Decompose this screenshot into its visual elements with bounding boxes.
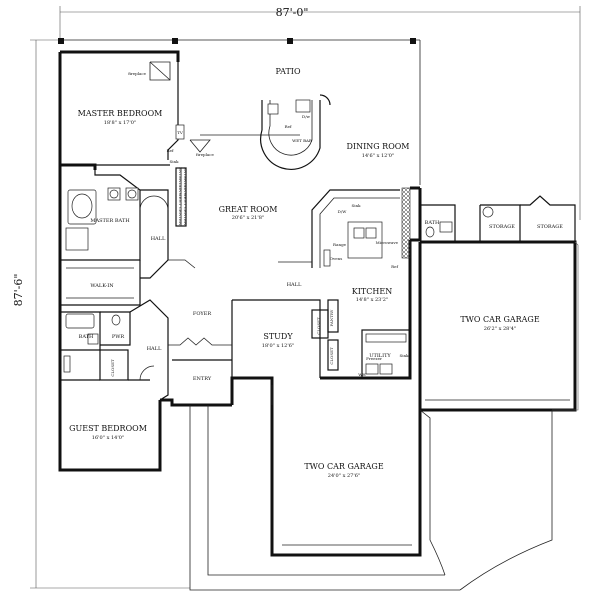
guest-closet: CLOSET xyxy=(99,349,129,381)
sink-master-label: Sink xyxy=(169,159,179,164)
powder-room: PWR xyxy=(100,311,131,346)
dimension-width-label: 87'-0" xyxy=(276,6,309,19)
foyer-label: FOYER xyxy=(193,311,212,317)
great-room: GREAT ROOM 20'6" x 21'8" xyxy=(168,134,300,269)
storage-1-label: STORAGE xyxy=(489,224,515,230)
kitchen: Range Microwave Ref D/W Sink Ovens KITCH… xyxy=(278,187,411,303)
closet-guest-label: CLOSET xyxy=(110,359,115,377)
ref-bar-label: Ref xyxy=(285,124,292,129)
sink-util-label: Sink xyxy=(399,353,409,358)
driveway xyxy=(189,385,553,591)
garage-right-label: TWO CAR GARAGE xyxy=(460,315,539,324)
range-label: Range xyxy=(333,242,347,247)
storage-2: STORAGE xyxy=(520,195,576,243)
patio: PATIO xyxy=(58,38,421,185)
hall-guest: HALL xyxy=(129,299,169,401)
great-room-fireplace: fireplace xyxy=(189,139,215,157)
microwave-label: Microwave xyxy=(376,240,399,245)
guest-bedroom: GUEST BEDROOM 16'0" x 14'0" xyxy=(60,355,150,441)
closet-util-label: CLOSET xyxy=(329,347,334,365)
master-bath-label: MASTER BATH xyxy=(90,218,130,224)
walk-in-closet: WALK-IN xyxy=(59,260,141,306)
dining-room-size: 14'6" x 12'0" xyxy=(362,153,394,159)
master-bath: MASTER BATH xyxy=(59,165,141,261)
master-bedroom-size: 18'8" x 17'0" xyxy=(104,120,136,126)
garage-bottom-label: TWO CAR GARAGE xyxy=(304,462,383,471)
hall-left: HALL xyxy=(139,189,169,279)
ref-kitchen-label: Ref xyxy=(391,264,398,269)
hall-guest-label: HALL xyxy=(147,346,162,352)
ovens-label: Ovens xyxy=(330,256,343,261)
dimension-left: 87'-6" xyxy=(12,39,190,589)
tv-label: TV xyxy=(177,130,183,135)
closet-study-label: CLOSET xyxy=(316,317,321,335)
dw-bar-label: D/w xyxy=(302,114,311,119)
fireplace-great-label: fireplace xyxy=(196,152,214,157)
entry-label: ENTRY xyxy=(193,376,212,382)
study-size: 18'0" x 12'6" xyxy=(262,343,294,349)
wet-bar-label: WET BAR xyxy=(292,138,313,143)
hall-center-label: HALL xyxy=(287,282,302,288)
dining-room-label: DINING ROOM xyxy=(347,142,410,151)
garage-bottom-size: 24'0" x 27'6" xyxy=(328,473,360,479)
pwr-label: PWR xyxy=(112,334,125,340)
master-bedroom: fireplace MASTER BEDROOM 18'8" x 17'0" T… xyxy=(60,61,185,166)
guest-bedroom-size: 16'0" x 14'0" xyxy=(92,435,124,441)
wh-label: WH xyxy=(358,372,366,377)
garage-right: TWO CAR GARAGE 26'2" x 28'4" xyxy=(418,240,579,412)
dimension-top: 87'-0" xyxy=(59,6,581,220)
foyer: FOYER xyxy=(168,311,232,346)
storage-1: STORAGE xyxy=(479,204,521,243)
dw-label: D/W xyxy=(338,209,348,214)
study-label: STUDY xyxy=(263,332,293,341)
great-room-label: GREAT ROOM xyxy=(219,205,278,214)
pantry: PANTRY xyxy=(327,299,339,333)
entry: ENTRY xyxy=(172,359,232,382)
sink-kitchen-label: Sink xyxy=(351,203,361,208)
dining-room: DINING ROOM 14'6" x 12'0" xyxy=(347,142,410,159)
guest-bath: BATH xyxy=(59,305,101,351)
pantry-label: PANTRY xyxy=(329,309,334,326)
dimension-depth-label: 87'-6" xyxy=(12,274,25,307)
freezer-label: Freezer xyxy=(366,356,382,361)
entertainment-center-label: ENTERTAINMENT CENTER xyxy=(178,167,183,226)
study: STUDY 18'0" x 12'6" CLOSET xyxy=(262,309,329,349)
entertainment-center-label-2: ENTERTAINMENT CENTER xyxy=(183,167,188,226)
hall-left-label: HALL xyxy=(151,236,166,242)
kitchen-label: KITCHEN xyxy=(352,287,392,296)
bath-garage-label: BATH xyxy=(425,220,440,226)
patio-label: PATIO xyxy=(275,67,300,76)
guest-bath-label: BATH xyxy=(79,334,94,340)
walk-in-label: WALK-IN xyxy=(90,283,114,289)
garage-bath: BATH xyxy=(420,204,456,243)
garage-bottom: TWO CAR GARAGE 24'0" x 27'6" xyxy=(270,385,422,557)
wet-bar: Ref D/w WET BAR xyxy=(260,94,331,170)
master-bedroom-label: MASTER BEDROOM xyxy=(78,109,163,118)
ref-master-label: Ref xyxy=(167,148,174,153)
utility: UTILITY Sink Freezer WH xyxy=(358,329,411,379)
kitchen-size: 14'8" x 23'2" xyxy=(356,297,388,303)
garage-right-size: 26'2" x 28'4" xyxy=(484,326,516,332)
guest-bedroom-label: GUEST BEDROOM xyxy=(69,424,147,433)
entertainment-center: ENTERTAINMENT CENTER ENTERTAINMENT CENTE… xyxy=(175,167,188,227)
utility-label: UTILITY xyxy=(369,353,391,359)
fireplace-master-label: fireplace xyxy=(128,71,146,76)
utility-closet: CLOSET xyxy=(327,339,339,371)
great-room-size: 20'6" x 21'8" xyxy=(232,215,264,221)
hall-center: HALL xyxy=(231,282,321,378)
storage-2-label: STORAGE xyxy=(537,224,563,230)
